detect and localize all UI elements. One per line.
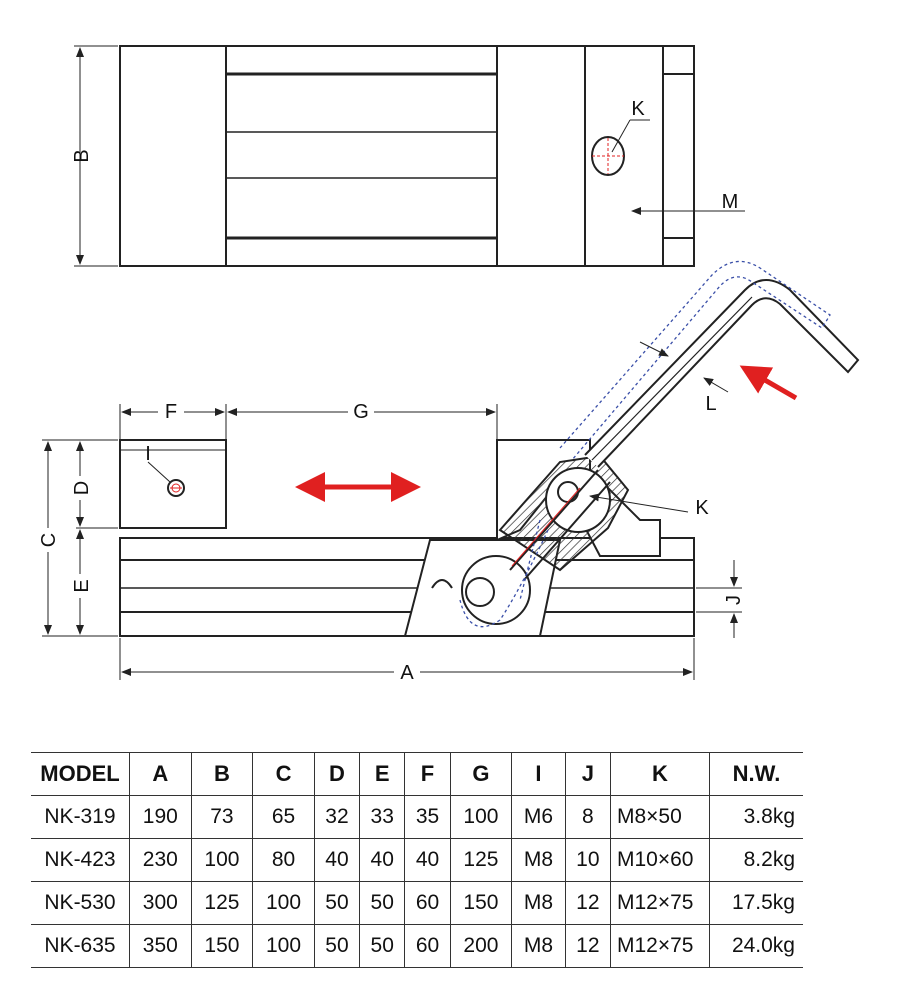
- cell-c: 65: [252, 795, 315, 839]
- cell-g: 150: [449, 881, 512, 925]
- cell-a: 350: [129, 924, 192, 968]
- header-nw: N.W.: [709, 752, 803, 796]
- cell-k: M12×75: [610, 881, 710, 925]
- cell-j: 10: [564, 838, 611, 882]
- cell-model: NK-530: [31, 881, 130, 925]
- table-row: NK-319 190 73 65 32 33 35 100 M6 8 M8×50…: [31, 795, 803, 839]
- cell-e: 50: [359, 924, 405, 968]
- cell-c: 100: [252, 924, 315, 968]
- cell-model: NK-319: [31, 795, 130, 839]
- table-header-row: MODEL A B C D E F G I J K N.W.: [31, 752, 803, 796]
- cell-f: 35: [404, 795, 451, 839]
- label-a: A: [400, 662, 414, 684]
- header-e: E: [359, 752, 405, 796]
- header-c: C: [252, 752, 315, 796]
- dim-b: [74, 45, 118, 267]
- screw-i: [167, 479, 185, 497]
- label-k-top: K: [631, 98, 645, 120]
- cell-i: M8: [511, 924, 566, 968]
- cell-d: 40: [313, 838, 360, 882]
- cell-i: M8: [511, 881, 566, 925]
- label-i: I: [145, 443, 151, 465]
- side-view: [119, 279, 860, 637]
- spec-table: MODEL A B C D E F G I J K N.W. NK-319 19…: [31, 752, 803, 968]
- cell-g: 200: [449, 924, 512, 968]
- cell-d: 50: [313, 881, 360, 925]
- fixed-jaw: [119, 439, 227, 529]
- cell-i: M6: [511, 795, 566, 839]
- cell-d: 32: [313, 795, 360, 839]
- header-i: I: [511, 752, 566, 796]
- table-row: NK-635 350 150 100 50 50 60 200 M8 12 M1…: [31, 924, 803, 968]
- cell-j: 8: [564, 795, 611, 839]
- top-view-outline: [119, 45, 695, 267]
- label-k-side: K: [695, 497, 709, 519]
- cell-i: M8: [511, 838, 566, 882]
- header-f: F: [404, 752, 451, 796]
- cell-b: 100: [190, 838, 253, 882]
- table-row: NK-530 300 125 100 50 50 60 150 M8 12 M1…: [31, 881, 803, 925]
- cell-f: 40: [404, 838, 451, 882]
- header-a: A: [129, 752, 192, 796]
- label-d: D: [71, 481, 93, 495]
- cell-k: M10×60: [610, 838, 710, 882]
- header-model: MODEL: [31, 752, 130, 796]
- header-d: D: [313, 752, 360, 796]
- cell-a: 190: [129, 795, 192, 839]
- label-b: B: [71, 149, 93, 162]
- top-view: [119, 45, 695, 267]
- label-e: E: [71, 579, 93, 592]
- cell-b: 150: [190, 924, 253, 968]
- cell-j: 12: [564, 924, 611, 968]
- header-k: K: [610, 752, 710, 796]
- push-arrow: [739, 365, 798, 401]
- cell-e: 33: [359, 795, 405, 839]
- label-g: G: [353, 401, 369, 423]
- table-row: NK-423 230 100 80 40 40 40 125 M8 10 M10…: [31, 838, 803, 882]
- cell-e: 50: [359, 881, 405, 925]
- cell-nw: 17.5kg: [709, 881, 803, 925]
- header-j: J: [564, 752, 611, 796]
- cell-g: 125: [449, 838, 512, 882]
- header-b: B: [190, 752, 253, 796]
- header-g: G: [449, 752, 512, 796]
- cell-k: M12×75: [610, 924, 710, 968]
- cell-b: 73: [190, 795, 253, 839]
- cell-model: NK-423: [31, 838, 130, 882]
- cell-c: 100: [252, 881, 315, 925]
- cell-a: 300: [129, 881, 192, 925]
- cell-j: 12: [564, 881, 611, 925]
- cell-nw: 8.2kg: [709, 838, 803, 882]
- label-c: C: [38, 533, 60, 547]
- cell-k: M8×50: [610, 795, 710, 839]
- cell-b: 125: [190, 881, 253, 925]
- cell-c: 80: [252, 838, 315, 882]
- cell-model: NK-635: [31, 924, 130, 968]
- cell-e: 40: [359, 838, 405, 882]
- cell-nw: 24.0kg: [709, 924, 803, 968]
- cell-a: 230: [129, 838, 192, 882]
- vise-technical-drawing: B K M: [36, 45, 860, 684]
- label-f: F: [165, 401, 177, 423]
- cell-nw: 3.8kg: [709, 795, 803, 839]
- cell-f: 60: [404, 881, 451, 925]
- cell-g: 100: [449, 795, 512, 839]
- label-m: M: [722, 191, 739, 213]
- cell-d: 50: [313, 924, 360, 968]
- cell-f: 60: [404, 924, 451, 968]
- label-j: J: [723, 595, 745, 605]
- hex-key: [584, 279, 860, 468]
- label-l: L: [705, 393, 716, 415]
